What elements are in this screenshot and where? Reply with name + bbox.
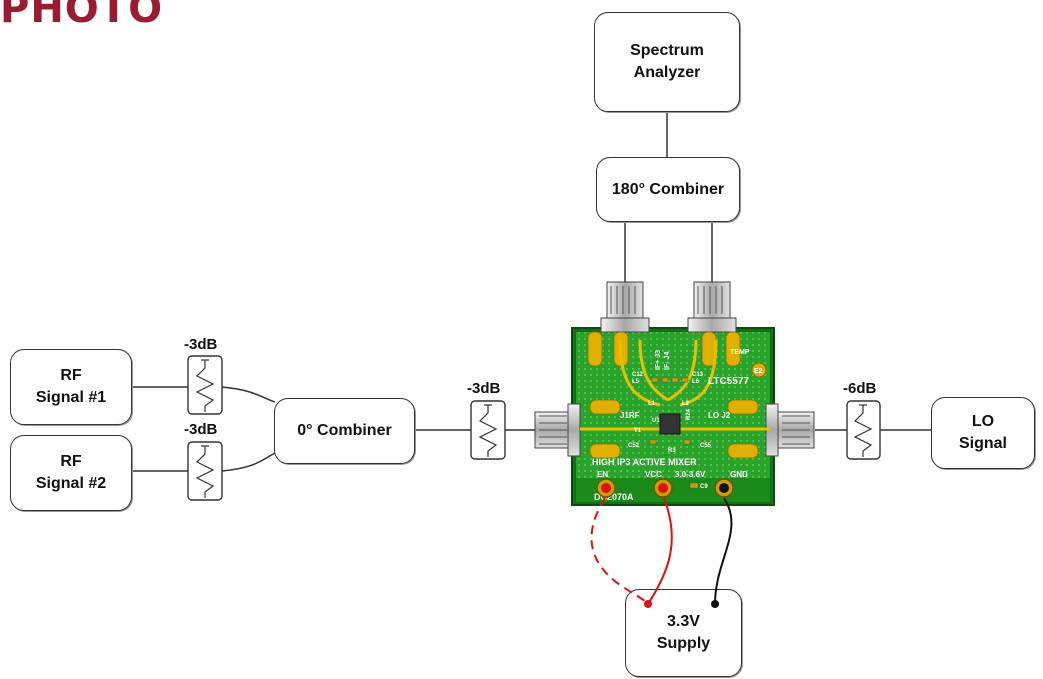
e2-label: E2 (754, 368, 763, 375)
if-plus-connector (600, 281, 650, 333)
gnd-wire (714, 497, 733, 605)
if-minus-label: IF- J4 (664, 352, 671, 370)
comp-c12: C12 (632, 372, 644, 378)
mixer-ic (659, 413, 681, 435)
comp-c55: C55 (700, 443, 712, 449)
rf-port-label: J1RF (620, 411, 640, 420)
comp-u1: U1 (652, 418, 660, 424)
comp-c9: C9 (700, 484, 708, 490)
atten-rf2-label: -3dB (184, 421, 218, 438)
atten2-to-combiner0-line (221, 452, 276, 472)
rf-signal-1-box: RF Signal #1 (10, 349, 132, 425)
atten-lo-label: -6dB (843, 380, 877, 397)
combiner-0-box: 0° Combiner (274, 398, 415, 464)
atten-rf1-label: -3dB (184, 336, 218, 353)
comp-r3: R3 (668, 448, 676, 454)
atten-lo-icon (846, 400, 881, 460)
combiner-180-box: 180° Combiner (596, 157, 740, 222)
lo-connector (765, 403, 815, 457)
comp-t1: T1 (634, 428, 642, 434)
comp-c52: C52 (628, 443, 640, 449)
en-terminal (596, 478, 616, 498)
part-label: LTC5577 (708, 376, 749, 387)
if-plus-label: IF+ J3 (655, 350, 662, 370)
en-label: EN (597, 470, 608, 479)
comp-l6: L6 (692, 379, 700, 385)
atten-rf2-icon (187, 441, 223, 501)
gnd-terminal (714, 478, 734, 498)
vcc-wire-end (644, 600, 652, 608)
spectrum-analyzer-box: Spectrum Analyzer (594, 12, 740, 112)
supply-box: 3.3V Supply (625, 589, 742, 677)
comp-l5: L5 (632, 379, 640, 385)
temp-label: TEMP (730, 349, 750, 356)
rf-signal-2-box: RF Signal #2 (10, 435, 132, 511)
atten-combined-icon (470, 400, 506, 460)
photo-label: PHOTO (0, 0, 164, 32)
atten1-to-combiner0-line (221, 386, 276, 403)
comp-l1: L1 (648, 401, 656, 407)
gnd-wire-end (711, 600, 719, 608)
vcc-terminal (653, 478, 673, 498)
atten-rf1-icon (187, 355, 223, 415)
smd-components (649, 377, 699, 489)
gnd-label: GND (730, 470, 748, 479)
rf-connector (534, 403, 581, 457)
lo-port-label: LO J2 (708, 411, 731, 420)
board-title: HIGH IP3 ACTIVE MIXER (592, 457, 697, 467)
voltage-label: 3.0-3.6V (675, 470, 706, 479)
board-id: DC2070A (594, 492, 634, 502)
comp-l2: L2 (682, 401, 690, 407)
en-wire-dashed (590, 497, 649, 605)
comp-r24: R24 (686, 408, 692, 420)
comp-c13: C13 (692, 372, 704, 378)
gold-pads (587, 331, 759, 459)
atten-combined-label: -3dB (467, 380, 501, 397)
traces (580, 339, 770, 431)
vcc-wire (647, 497, 673, 605)
lo-signal-box: LO Signal (931, 397, 1035, 469)
vcc-label: VCC (645, 470, 662, 479)
